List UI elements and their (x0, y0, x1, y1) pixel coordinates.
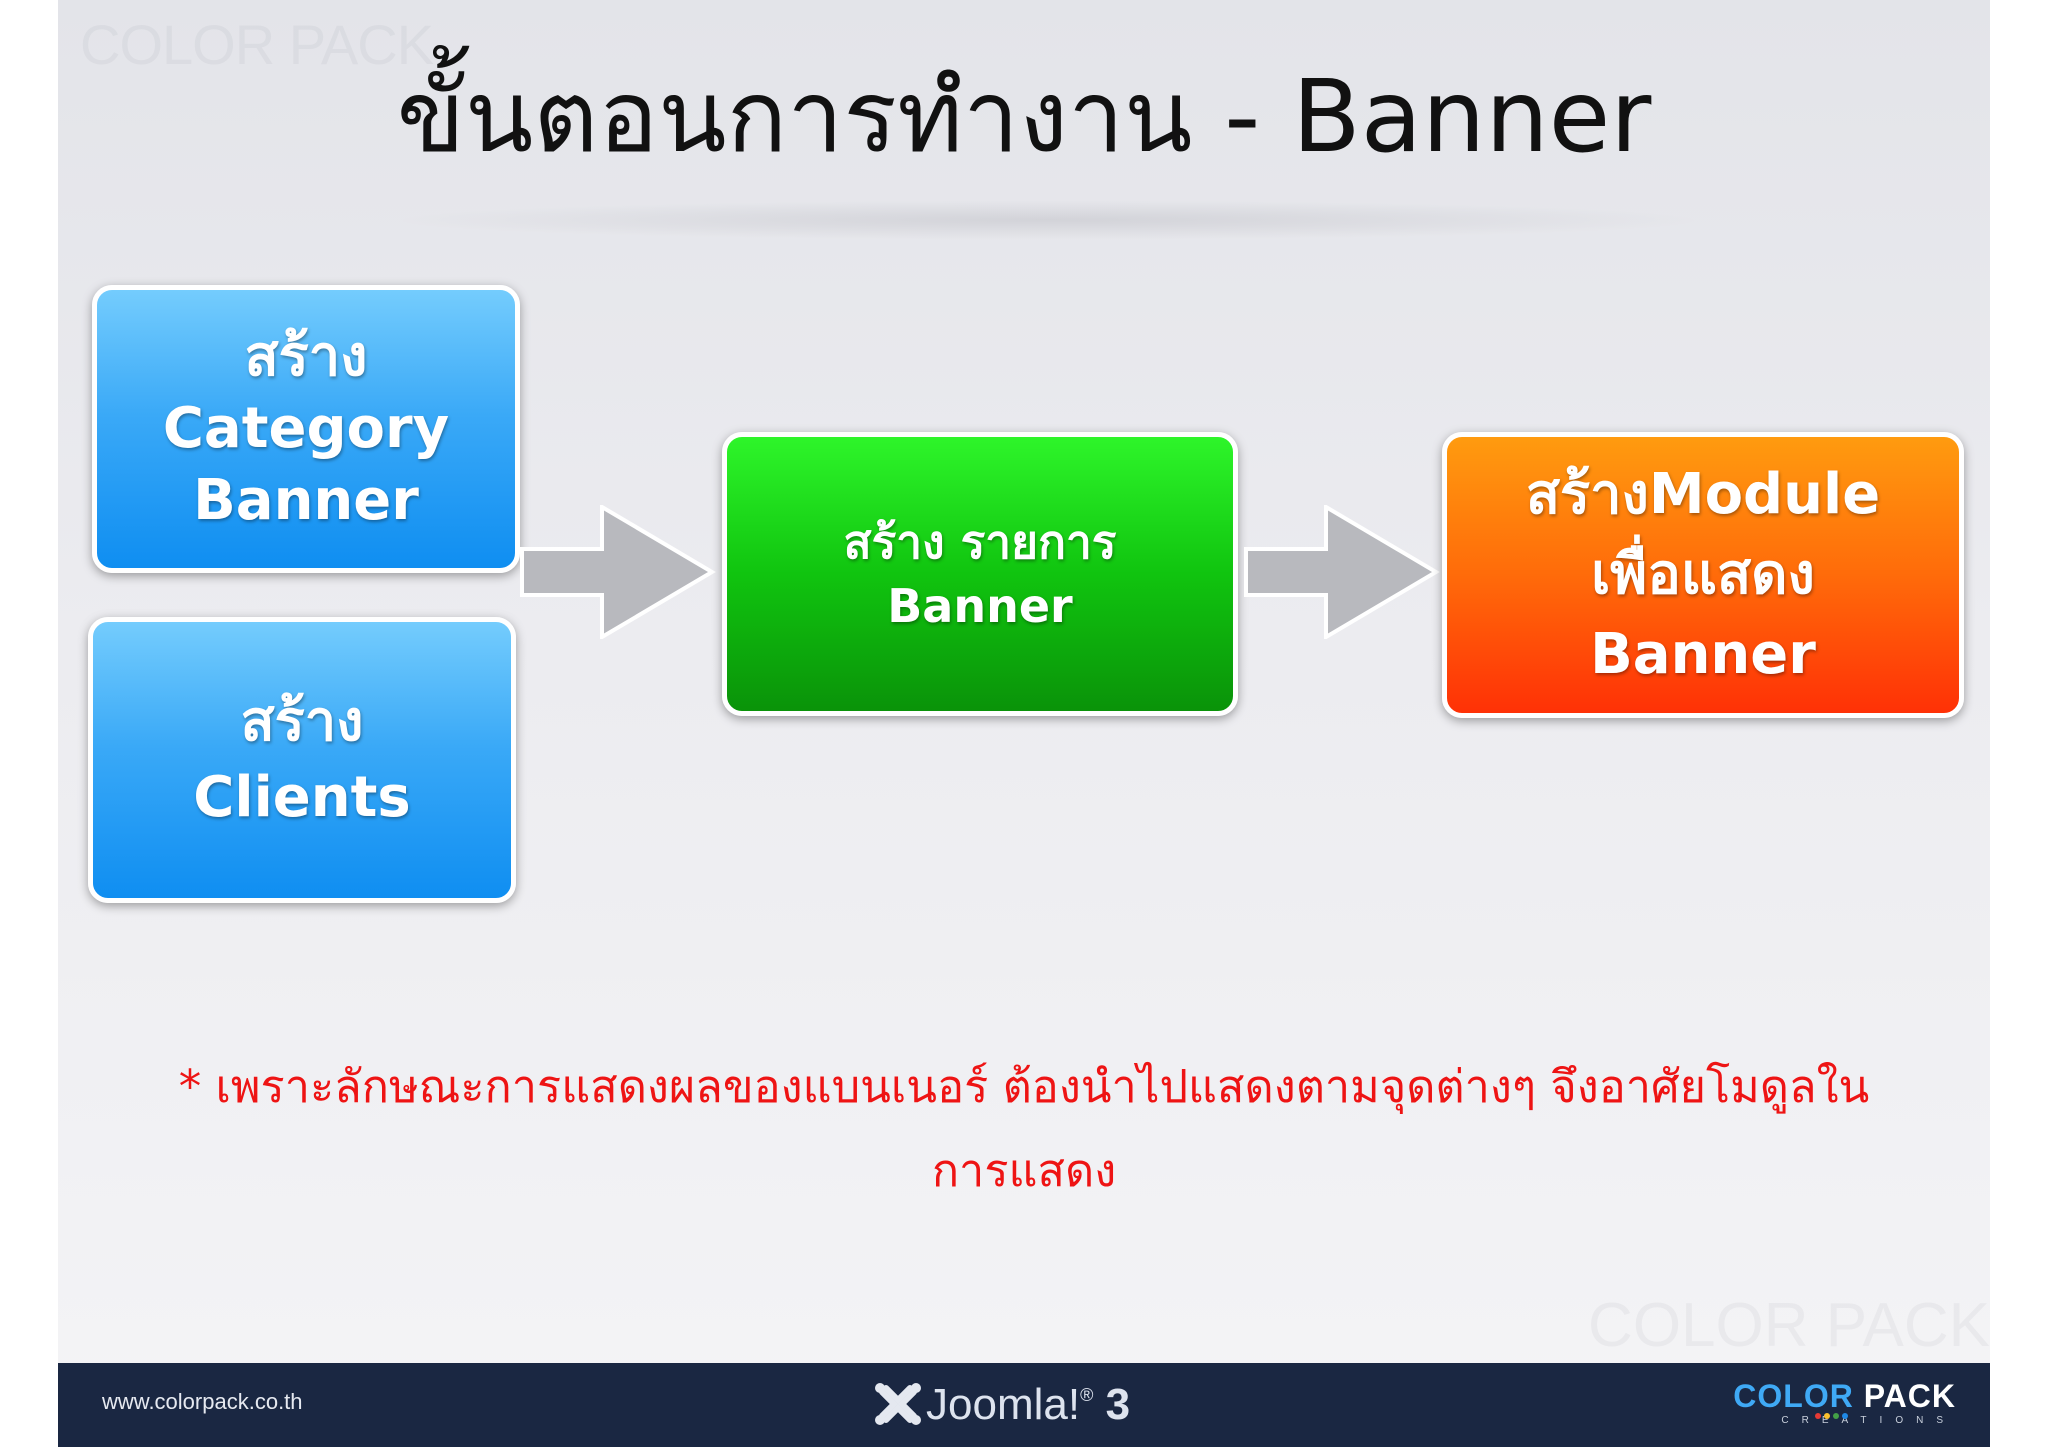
category-box-line2: Category (162, 396, 450, 461)
module-box-line1: สร้างModule (1525, 462, 1881, 527)
joomla-version: 3 (1105, 1380, 1131, 1429)
slide-title: ขั้นตอนการทำงาน - Banner (396, 58, 1652, 175)
footnote-line1: * เพราะลักษณะการแสดงผลของแบนเนอร์ ต้องนำ… (178, 1060, 1870, 1113)
footer-bar: www.colorpack.co.th Joomla!® 3 (58, 1363, 1990, 1447)
colorpack-logo: COLOR PACK CREATIONS (1716, 1378, 1956, 1428)
banner-item-box-line1: สร้าง รายการ (843, 515, 1117, 569)
create-category-box: สร้าง Category Banner (92, 285, 520, 573)
create-clients-box: สร้าง Clients (88, 617, 516, 903)
category-box-line3: Banner (193, 468, 419, 533)
create-module-box: สร้างModule เพื่อแสดง Banner (1442, 432, 1964, 718)
create-banner-item-box: สร้าง รายการ Banner (722, 432, 1238, 716)
watermark-top: COLOR PACK (80, 13, 434, 76)
joomla-icon (875, 1383, 921, 1425)
module-box-line2: เพื่อแสดง (1591, 542, 1815, 607)
footnote-line2: การแสดง (931, 1144, 1117, 1197)
watermark-bottom: COLOR PACK (1588, 1291, 1990, 1360)
slide: COLOR PACK COLOR PACK ขั้นตอนการทำงาน - … (58, 0, 1990, 1447)
category-box-line1: สร้าง (244, 324, 368, 389)
website-url: www.colorpack.co.th (102, 1389, 303, 1414)
title-shadow (388, 200, 1708, 240)
joomla-wordmark: Joomla! (926, 1380, 1081, 1429)
arrow-right-icon (520, 505, 716, 639)
color-dots-icon (1815, 1413, 1848, 1419)
arrow-right-icon (1244, 505, 1440, 639)
logo-subtitle: CREATIONS (1781, 1415, 1956, 1426)
logo-name-part1: COLOR (1733, 1378, 1854, 1414)
clients-box-line2: Clients (193, 765, 411, 830)
footnote: * เพราะลักษณะการแสดงผลของแบนเนอร์ ต้องนำ… (98, 1045, 1950, 1213)
logo-name-part2: PACK (1863, 1378, 1956, 1414)
clients-box-line1: สร้าง (240, 689, 364, 754)
module-box-line3: Banner (1590, 622, 1816, 687)
banner-item-box-line2: Banner (887, 579, 1073, 633)
